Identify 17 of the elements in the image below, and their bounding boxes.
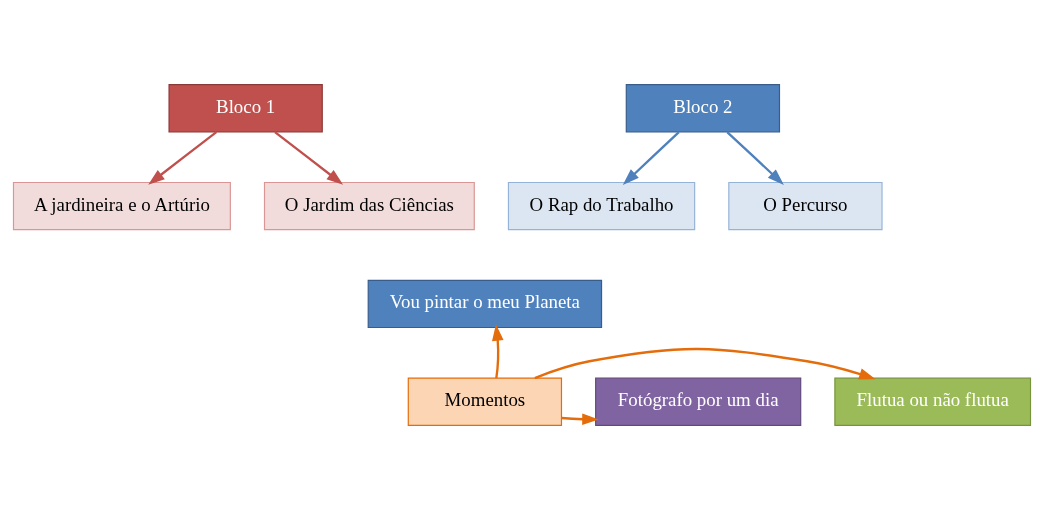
arrow — [148, 130, 218, 185]
arrow — [274, 130, 344, 185]
arrow — [622, 130, 680, 185]
arrow — [534, 347, 876, 380]
node-box: O Percurso — [728, 181, 883, 230]
node-box: Flutua ou não flutua — [834, 377, 1032, 426]
node-box: Bloco 2 — [625, 83, 781, 132]
arrow — [561, 413, 599, 425]
node-box: Momentos — [407, 377, 563, 426]
node-box: Bloco 1 — [168, 83, 323, 132]
arrow — [726, 130, 784, 185]
node-box: Vou pintar o meu Planeta — [367, 279, 603, 328]
node-box: A jardineira e o Artúrio — [12, 181, 231, 230]
arrow — [492, 323, 504, 378]
node-box: O Jardim das Ciências — [263, 181, 475, 230]
node-box: Fotógrafo por um dia — [595, 377, 802, 426]
node-box: O Rap do Trabalho — [507, 181, 696, 230]
